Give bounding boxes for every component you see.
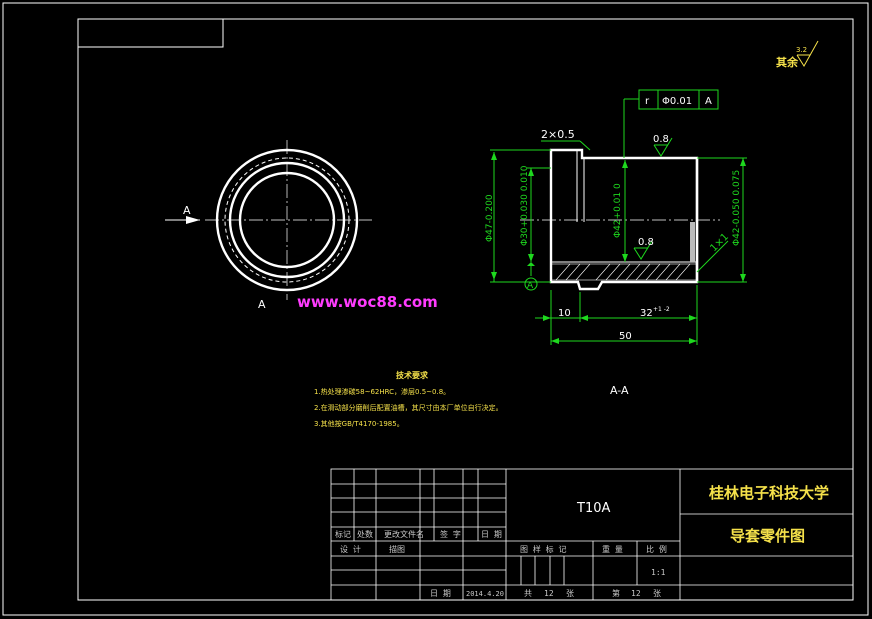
dim-length-32: 32: [640, 308, 653, 319]
section-view: [520, 148, 720, 291]
inner-frame: [77, 18, 854, 601]
row-design: 设 计: [340, 544, 361, 554]
hatch-section: [550, 222, 698, 281]
rev-header-date: 日 期: [481, 530, 502, 539]
sheet-no: 12: [631, 589, 641, 598]
mid-header-scale: 比 例: [646, 544, 667, 554]
datum-a: A: [527, 281, 534, 291]
row-trace: 描图: [389, 544, 405, 554]
tolerance-datum: A: [705, 96, 712, 107]
scale-value: 1:1: [651, 568, 666, 577]
material: T10A: [576, 501, 610, 516]
tech-title: 技术要求: [396, 370, 429, 380]
chamfer-right: 1×1: [708, 231, 731, 254]
dim-length-10: 10: [558, 308, 571, 319]
chamfer-left: 2×0.5: [541, 128, 575, 141]
rev-header-file: 更改文件名: [384, 529, 424, 539]
sheet-no-label: 第: [612, 588, 620, 598]
dim-length-50: 50: [619, 331, 632, 342]
roughness-inner: 0.8: [638, 237, 654, 248]
section-mark-a-lower: A: [258, 298, 266, 311]
mid-header-mark: 图 样 标 记: [520, 544, 566, 554]
roughness-other-symbol: 其余 3.2: [776, 40, 819, 69]
title-block: 标记 处数 更改文件名 签 字 日 期 设 计 描图 日 期 2014.4.20…: [330, 468, 854, 601]
school-name: 桂林电子科技大学: [708, 484, 829, 502]
section-view-label: A-A: [610, 384, 629, 397]
section-mark-a: A: [183, 204, 191, 217]
rev-header-sign: 签 字: [440, 529, 461, 539]
roughness-top: 0.8: [653, 134, 669, 145]
dim-left-inner: Φ30+0.030 0.010: [520, 165, 530, 246]
sheets-total-label: 共: [524, 589, 532, 598]
dim-right-outer: Φ42-0.050 0.075: [732, 170, 742, 246]
sheets-total: 12: [544, 589, 554, 598]
drawing-number-box: [77, 18, 224, 48]
rev-header-count: 处数: [357, 529, 373, 539]
tolerance-frame: r Φ0.01 A: [623, 89, 719, 158]
end-view: A A: [165, 140, 372, 311]
dimensions: Φ47-0.200 Φ30+0.030 0.010 Φ42+0.01 0 Φ42…: [485, 89, 747, 345]
tech-item-1: 1.热处理渗碳58~62HRC，渗层0.5~0.8。: [314, 387, 450, 396]
date-label: 日 期: [430, 589, 451, 598]
dim-left-outer: Φ47-0.200: [485, 194, 495, 242]
drawing-name: 导套零件图: [730, 527, 805, 545]
dim-bore: Φ42+0.01 0: [613, 183, 623, 238]
tech-requirements: 技术要求 1.热处理渗碳58~62HRC，渗层0.5~0.8。 2.在滑动部分磨…: [314, 370, 503, 428]
date-value: 2014.4.20: [466, 590, 504, 598]
mid-header-weight: 重 量: [602, 544, 623, 554]
sheets-unit: 张: [566, 589, 574, 598]
dim-length-32-tol: +1 -2: [653, 306, 670, 313]
roughness-other-label: 其余: [776, 55, 799, 69]
tolerance-value: Φ0.01: [662, 96, 692, 107]
rev-header-mark: 标记: [335, 529, 351, 539]
tolerance-symbol: r: [645, 96, 650, 107]
watermark-text: www.woc88.com: [297, 293, 438, 311]
sheet-unit-2: 张: [653, 589, 661, 598]
tech-item-3: 3.其他按GB/T4170-1985。: [314, 419, 404, 428]
roughness-other-value: 3.2: [796, 46, 807, 54]
tech-item-2: 2.在滑动部分磨削后配置油槽，其尺寸由本厂单位自行决定。: [314, 403, 503, 412]
